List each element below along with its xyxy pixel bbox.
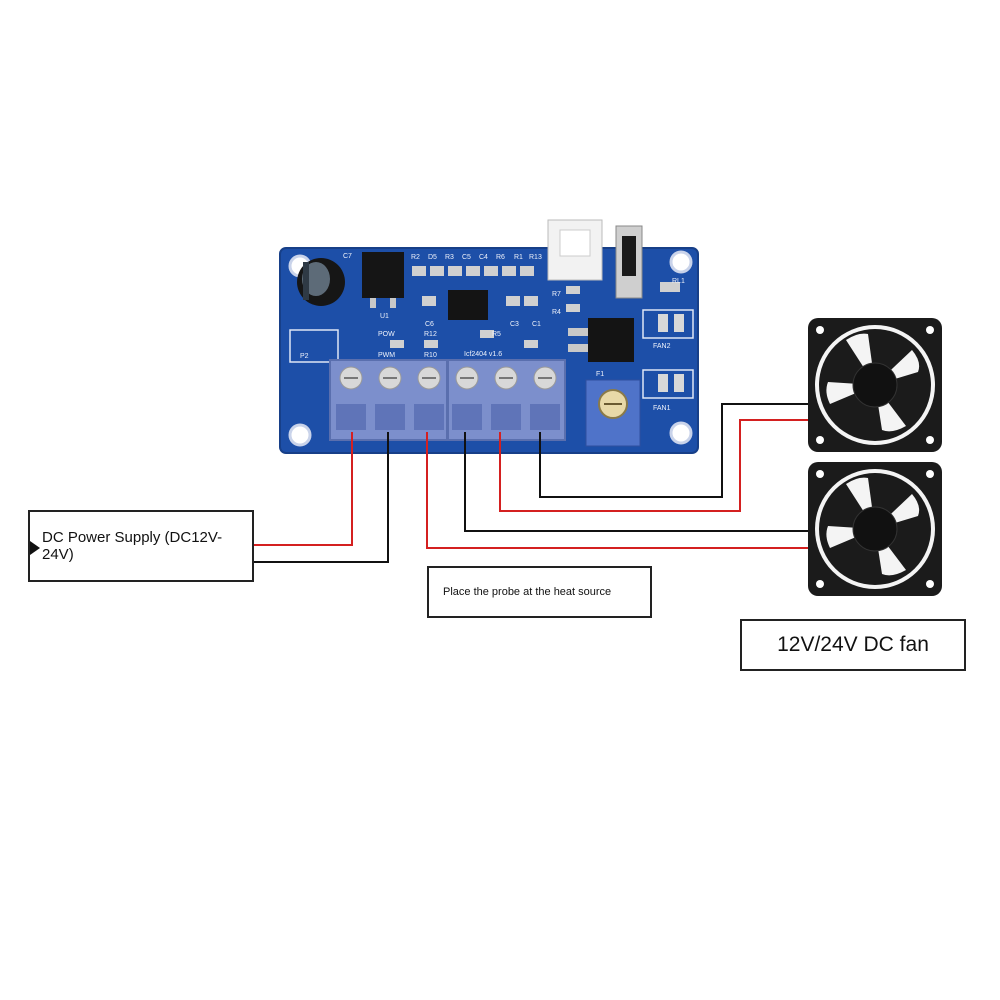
wire-black-fan1	[539, 403, 812, 498]
silk-label: R2	[411, 254, 420, 261]
silk-label: FAN1	[653, 405, 671, 412]
terminal-block-icon	[329, 359, 566, 441]
silk-label: Icf2404 v1.6	[464, 351, 502, 358]
power-supply-label-box: DC Power Supply (DC12V-24V)	[28, 510, 254, 582]
fan-label: 12V/24V DC fan	[777, 633, 929, 656]
potentiometer-icon	[585, 379, 641, 447]
wire-red-fan1	[499, 419, 812, 512]
silk-label: RL1	[672, 278, 685, 285]
fan-label-box: 12V/24V DC fan	[740, 619, 966, 671]
arrow-right-icon	[30, 541, 40, 555]
mount-hole	[669, 421, 693, 445]
silk-label: R6	[496, 254, 505, 261]
silk-label: D5	[428, 254, 437, 261]
wire-red-power	[245, 432, 353, 546]
silk-label: F1	[596, 371, 604, 378]
wire-black-fan2	[464, 432, 812, 532]
silk-label: PWM	[378, 352, 395, 359]
mosfet-chip	[588, 318, 634, 362]
silk-label: R10	[424, 352, 437, 359]
regulator-chip	[362, 252, 404, 298]
probe-note-box: Place the probe at the heat source	[427, 566, 652, 618]
silk-label: R4	[552, 309, 561, 316]
silk-label: R1	[514, 254, 523, 261]
fan-icon	[808, 462, 942, 596]
capacitor-icon	[297, 258, 345, 306]
silk-label: R13	[529, 254, 542, 261]
silk-label: C7	[343, 253, 352, 260]
silk-label: R7	[552, 291, 561, 298]
silk-label: P2	[300, 353, 309, 360]
silk-label: POW	[378, 331, 395, 338]
wire-red-probe	[426, 432, 812, 549]
silk-label: C5	[462, 254, 471, 261]
wires	[245, 403, 812, 563]
wire-black-power	[254, 432, 389, 563]
mount-hole	[669, 250, 693, 274]
silk-label: C1	[532, 321, 541, 328]
mount-hole	[288, 423, 312, 447]
silk-label: U1	[380, 313, 389, 320]
silk-label: R3	[445, 254, 454, 261]
ic-chip	[448, 290, 488, 320]
fan-icon	[808, 318, 942, 452]
silk-label: R5	[492, 331, 501, 338]
power-supply-label: DC Power Supply (DC12V-24V)	[42, 529, 223, 563]
silk-label: C6	[425, 321, 434, 328]
silk-label: C3	[510, 321, 519, 328]
silk-label: FAN2	[653, 343, 671, 350]
probe-note-label: Place the probe at the heat source	[443, 586, 612, 598]
silk-label: R12	[424, 331, 437, 338]
silk-label: C4	[479, 254, 488, 261]
